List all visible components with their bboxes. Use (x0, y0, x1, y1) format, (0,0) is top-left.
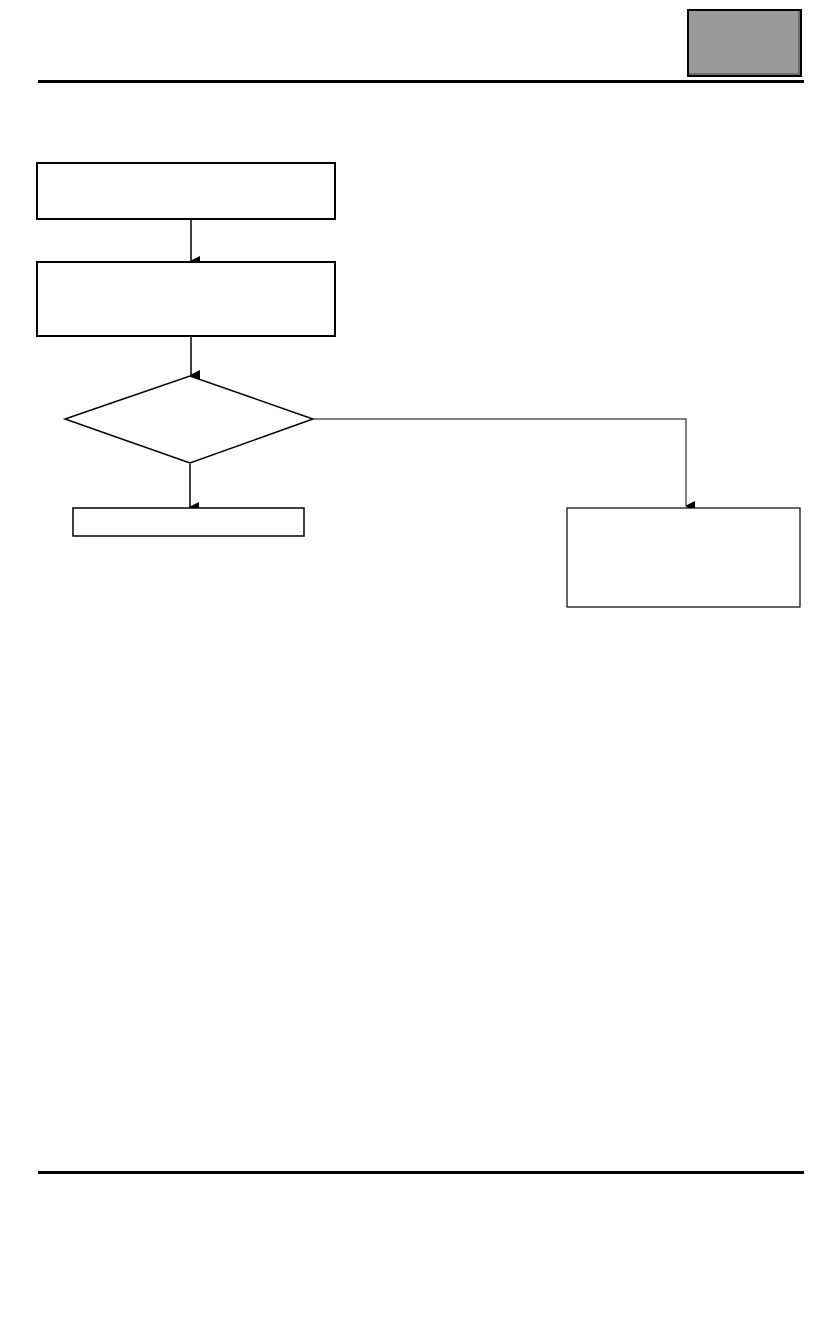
flowchart-box-step-2 (36, 261, 336, 337)
flowchart-box-result-right (566, 507, 801, 608)
footer-rule (38, 1171, 804, 1174)
section-tab-marker (687, 9, 802, 77)
flowchart-box-step-1 (36, 162, 336, 220)
flowchart-decision-diamond (62, 375, 316, 464)
header-rule (38, 80, 804, 83)
connector-decision-to-result-right (314, 418, 695, 511)
flowchart-box-result-left (72, 507, 305, 537)
